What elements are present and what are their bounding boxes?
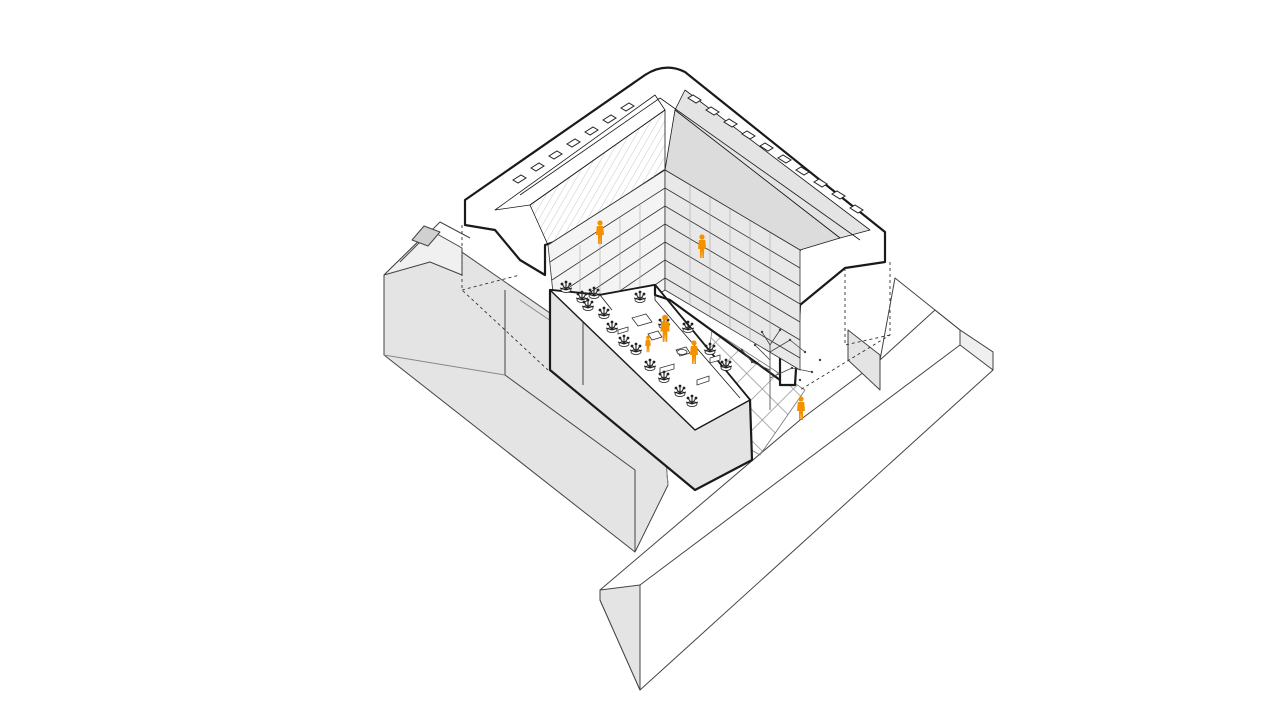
tree-icon (740, 328, 822, 410)
dashed-outline (461, 225, 891, 391)
skylight-icon (512, 94, 864, 214)
neighbour-building-left (383, 221, 669, 553)
table-icon (631, 313, 691, 357)
neighbour-building-right (599, 277, 994, 691)
